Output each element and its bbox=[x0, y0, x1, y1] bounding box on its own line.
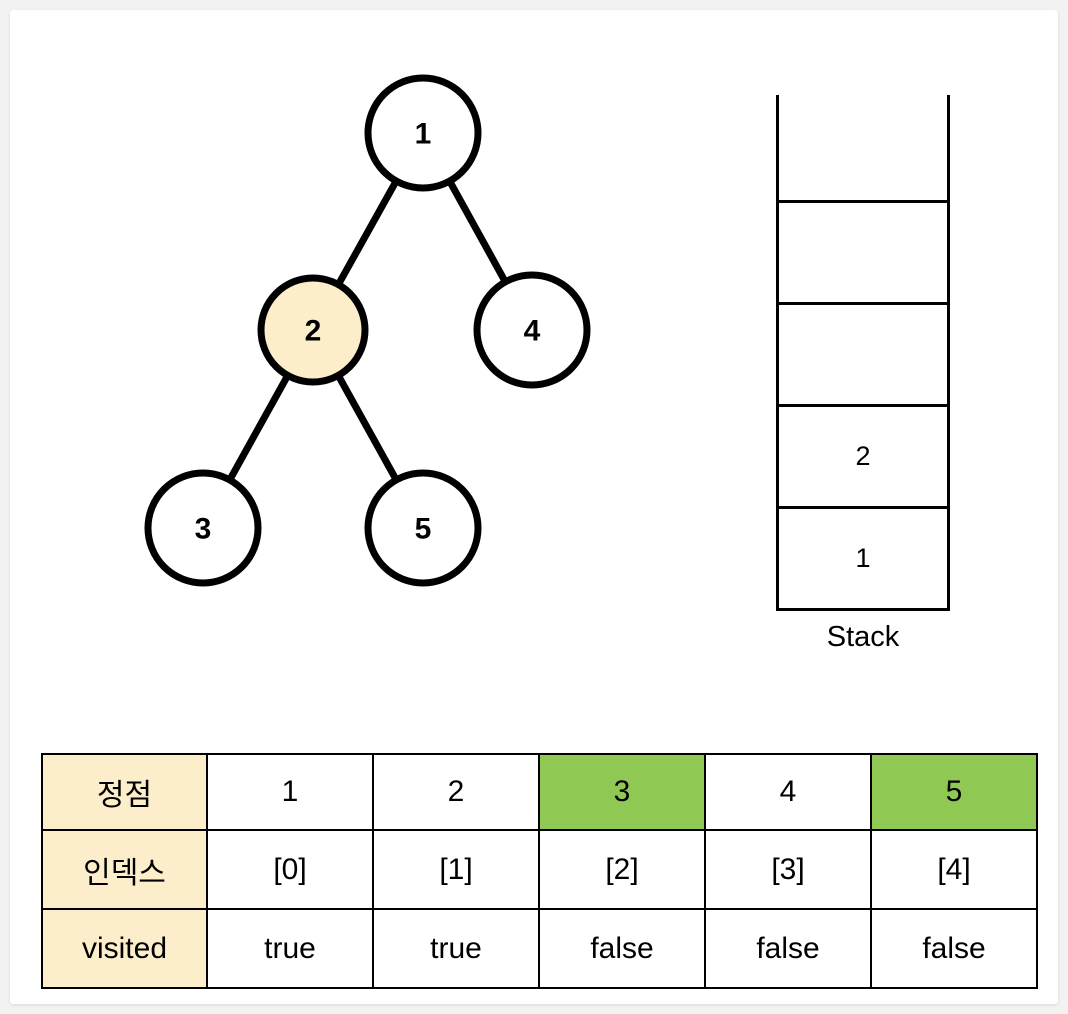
table-cell: [2] bbox=[538, 829, 706, 910]
tree-edge-1-4 bbox=[445, 177, 510, 286]
tree-node-2[interactable]: 2 bbox=[257, 274, 369, 386]
table-cell: 3 bbox=[538, 753, 706, 831]
stack-cell-0 bbox=[779, 95, 947, 200]
node-circle-5 bbox=[364, 469, 482, 587]
node-label-4: 4 bbox=[524, 315, 541, 348]
node-circle-3 bbox=[144, 469, 262, 587]
node-circle-4 bbox=[473, 271, 591, 389]
node-label-5: 5 bbox=[415, 513, 432, 546]
tree-edge-2-3 bbox=[225, 372, 292, 484]
table-cell: [3] bbox=[704, 829, 872, 910]
table-cell: 4 bbox=[704, 753, 872, 831]
table-row: 인덱스[0][1][2][3][4] bbox=[41, 829, 1038, 910]
table-cell: 5 bbox=[870, 753, 1038, 831]
table-row-header: 정점 bbox=[41, 753, 208, 831]
stack-cell-4: 1 bbox=[779, 506, 947, 608]
table-cell: false bbox=[704, 908, 872, 989]
node-circle-1 bbox=[364, 74, 482, 192]
node-label-2: 2 bbox=[305, 315, 322, 348]
tree-node-5[interactable]: 5 bbox=[364, 469, 482, 587]
table-cell: false bbox=[538, 908, 706, 989]
tree-diagram: 1 2 4 3 5 bbox=[144, 74, 591, 587]
node-label-3: 3 bbox=[195, 513, 212, 546]
stack-cell-2 bbox=[779, 302, 947, 404]
table-cell: true bbox=[372, 908, 540, 989]
stack-caption: Stack bbox=[826, 621, 900, 653]
tree-edge-1-2 bbox=[334, 177, 401, 289]
table-cell: true bbox=[206, 908, 374, 989]
tree-node-1[interactable]: 1 bbox=[364, 74, 482, 192]
node-label-1: 1 bbox=[415, 118, 432, 151]
tree-node-4[interactable]: 4 bbox=[473, 271, 591, 389]
table-cell: 1 bbox=[206, 753, 374, 831]
table-cell: [1] bbox=[372, 829, 540, 910]
node-circle-2 bbox=[257, 274, 369, 386]
stack-cell-1 bbox=[779, 200, 947, 302]
table-row-header: 인덱스 bbox=[41, 829, 208, 910]
tree-edge-2-5 bbox=[334, 372, 401, 484]
tree-edge-group bbox=[225, 177, 510, 484]
tree-node-3[interactable]: 3 bbox=[144, 469, 262, 587]
table-cell: false bbox=[870, 908, 1038, 989]
table-cell: 2 bbox=[372, 753, 540, 831]
stack-cell-3: 2 bbox=[779, 404, 947, 506]
table-cell: [0] bbox=[206, 829, 374, 910]
tree-node-group: 1 2 4 3 5 bbox=[144, 74, 591, 587]
table-row-header: visited bbox=[41, 908, 208, 989]
table-cell: [4] bbox=[870, 829, 1038, 910]
